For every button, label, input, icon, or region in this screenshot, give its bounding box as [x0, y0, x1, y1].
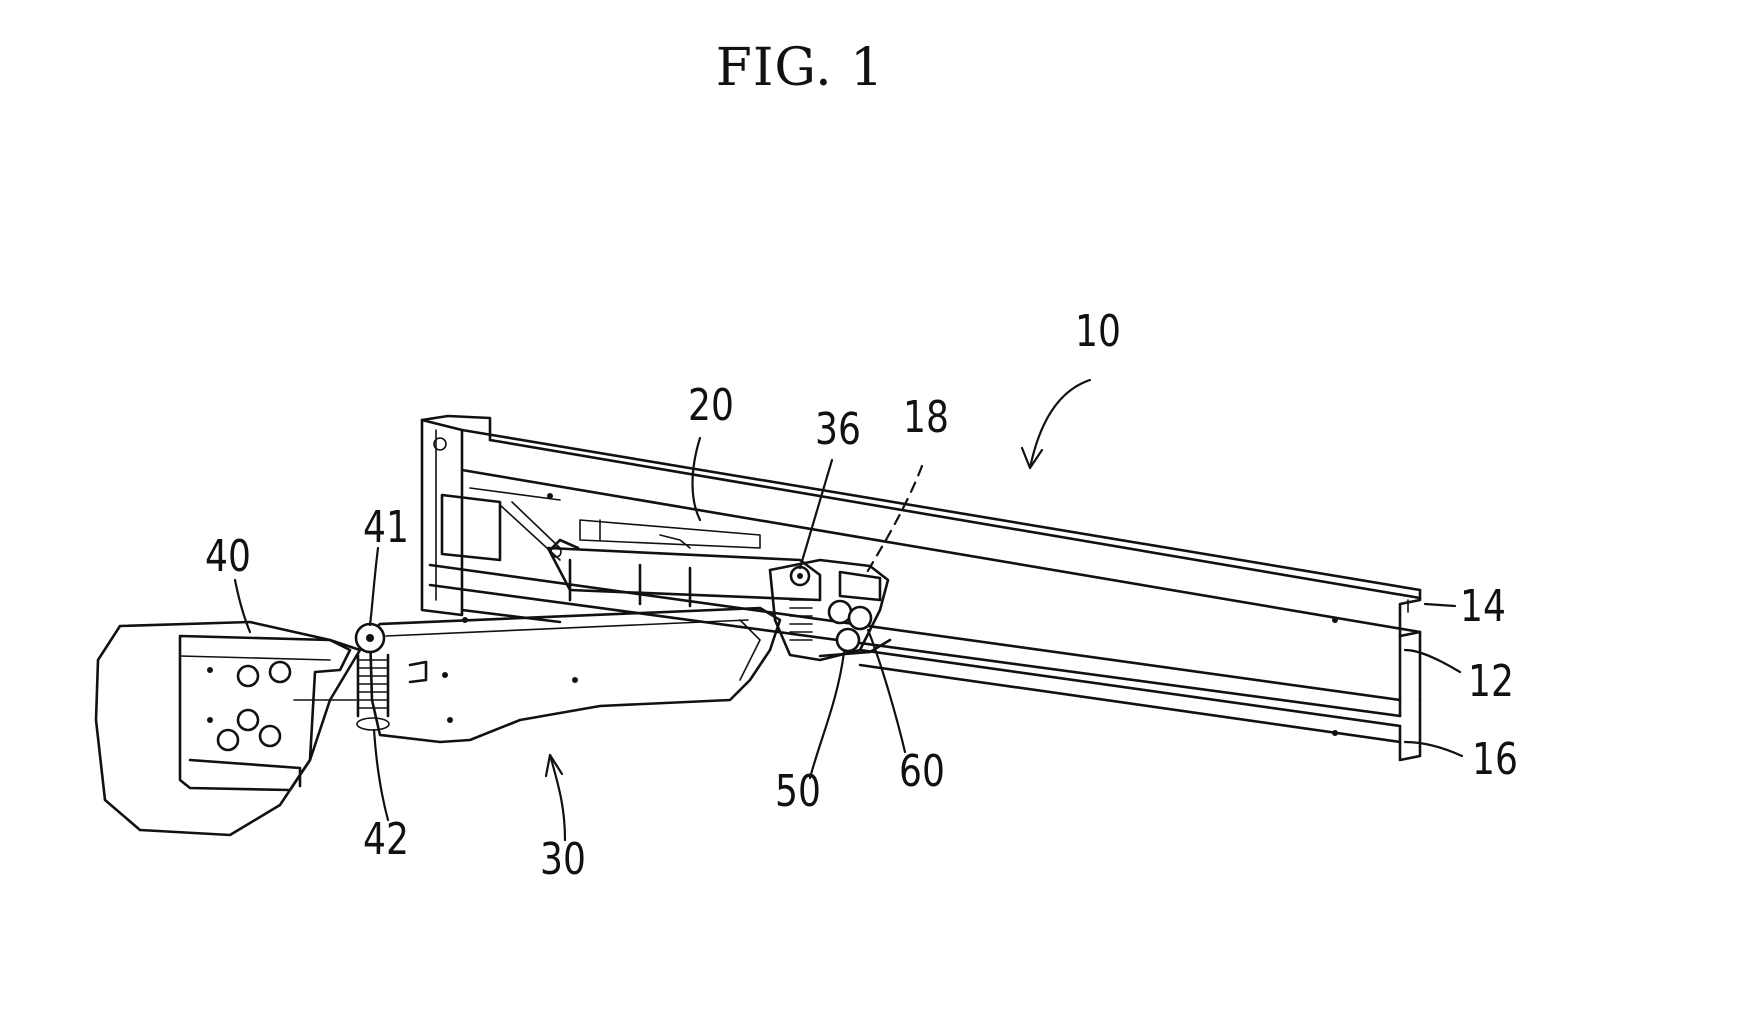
label-10: 10 — [1075, 310, 1121, 354]
label-36: 36 — [815, 408, 861, 452]
label-41: 41 — [363, 506, 409, 550]
label-14: 14 — [1460, 585, 1506, 629]
label-12: 12 — [1468, 660, 1514, 704]
label-40: 40 — [205, 535, 251, 579]
label-60: 60 — [899, 750, 945, 794]
label-20: 20 — [688, 384, 734, 428]
slider-carriage — [548, 520, 820, 606]
label-42: 42 — [363, 818, 409, 862]
arm — [370, 608, 780, 742]
mount-plate — [96, 622, 360, 835]
label-30: 30 — [540, 838, 586, 882]
label-18: 18 — [903, 396, 949, 440]
label-16: 16 — [1472, 738, 1518, 782]
label-50: 50 — [775, 770, 821, 814]
